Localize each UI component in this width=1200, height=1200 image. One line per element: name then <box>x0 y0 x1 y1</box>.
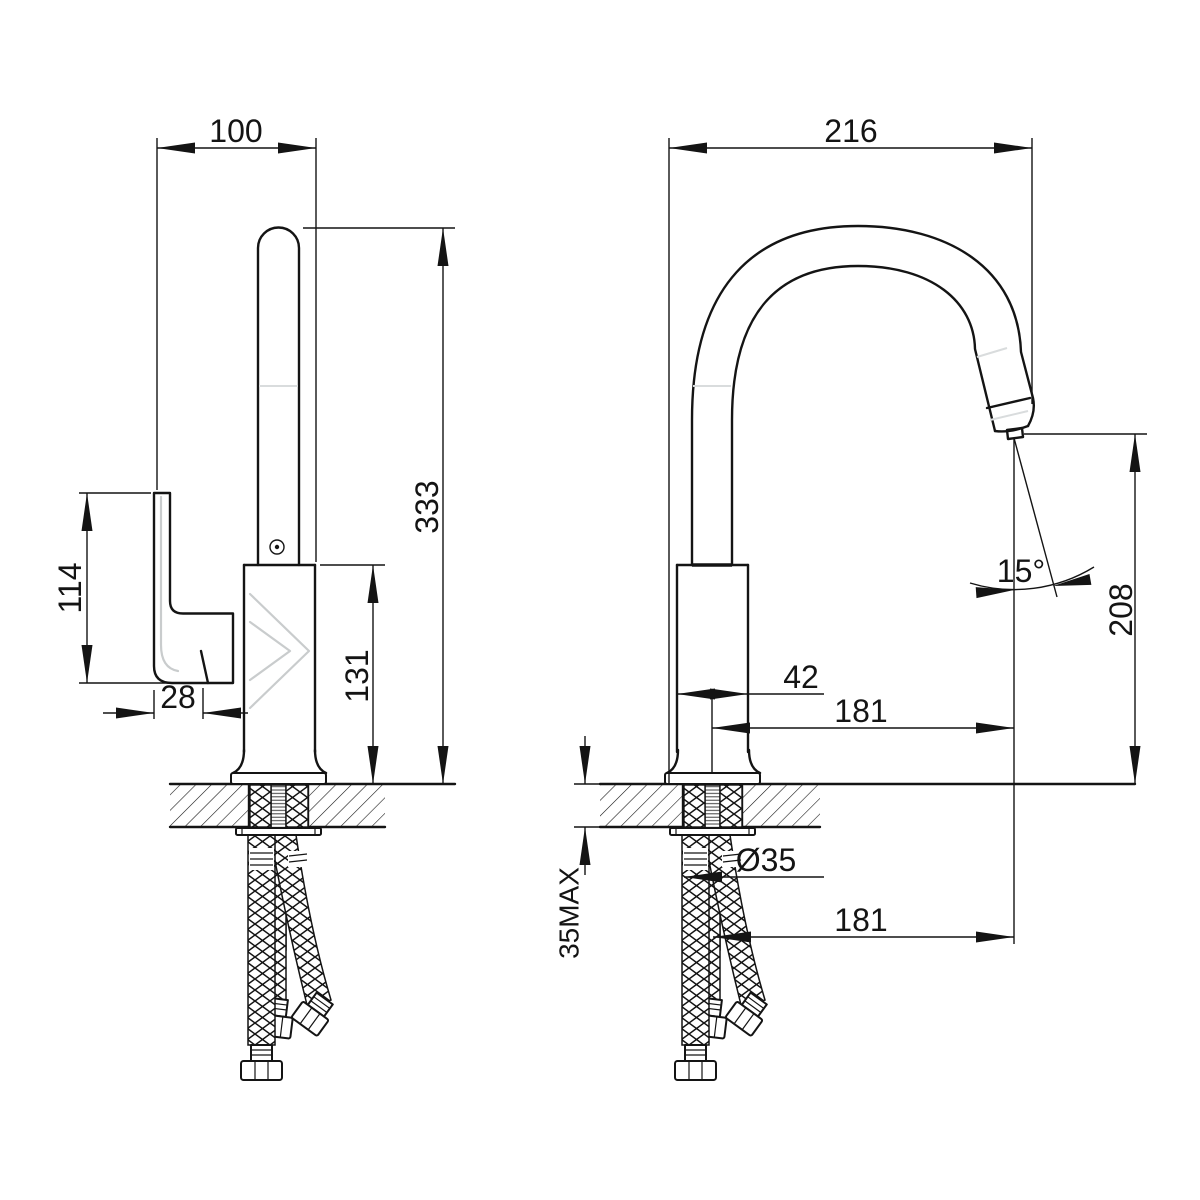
front-body <box>229 563 328 786</box>
aerator-ring-line <box>985 396 1032 410</box>
dimension-hole-diameter: Ø35 <box>684 842 824 883</box>
handle-construction-line <box>159 495 180 673</box>
dim-label-208: 208 <box>1103 583 1139 636</box>
dim-label-114: 114 <box>52 562 88 613</box>
dim-label-100: 100 <box>209 113 262 149</box>
front-countertop <box>168 782 457 829</box>
spout-seam-upper <box>976 347 1008 358</box>
mount-assembly-front <box>234 782 339 1082</box>
handle-lever <box>152 491 235 685</box>
cartridge-cone-inner-construction <box>248 620 292 682</box>
dimension-handle-offset: 28 <box>103 679 248 719</box>
dimension-handle-height: 114 <box>52 492 186 684</box>
dim-label-333: 333 <box>409 480 445 533</box>
dim-label-216: 216 <box>824 113 877 149</box>
handle-pivot-seam <box>199 649 210 685</box>
dim-label-42: 42 <box>783 659 819 695</box>
gooseneck-spout <box>690 224 1036 567</box>
dim-label-15deg: 15° <box>997 553 1045 589</box>
dimension-reach-lower: 181 <box>713 902 1014 943</box>
dimension-spout-reach: 216 <box>668 113 1033 784</box>
aerator-tip <box>1005 426 1025 441</box>
dim-label-181-upper: 181 <box>834 693 887 729</box>
angle-arc <box>969 566 1095 591</box>
dimension-outlet-height: 208 <box>1024 433 1147 784</box>
dim-label-dia35: Ø35 <box>736 842 796 878</box>
set-screw-center <box>274 544 280 550</box>
dimension-overall-height: 333 <box>303 227 455 784</box>
side-countertop <box>598 782 1137 829</box>
dimension-width-front: 100 <box>156 113 317 562</box>
cartridge-cone-construction <box>248 592 311 710</box>
dim-label-35max: 35MAX <box>554 867 585 959</box>
dim-label-131: 131 <box>339 649 375 702</box>
spout-end-face <box>993 424 1030 433</box>
dimension-deck-thickness: 35MAX <box>554 736 601 959</box>
front-spout <box>256 226 301 567</box>
dimension-body-height: 131 <box>320 564 385 784</box>
dimension-body-width: 42 <box>677 659 824 700</box>
outlet-angle-line <box>1013 437 1058 598</box>
front-view: 100 114 28 131 <box>52 113 457 1082</box>
side-view: 216 42 181 Ø35 <box>554 113 1147 1082</box>
set-screw-icon <box>269 539 285 555</box>
dim-label-181-lower: 181 <box>834 902 887 938</box>
dimension-reach-upper: 181 <box>712 693 1014 734</box>
dimension-outlet-angle: 15° <box>969 437 1095 944</box>
side-body <box>663 563 762 786</box>
mount-assembly-side <box>668 782 773 1082</box>
dim-label-28: 28 <box>160 679 196 715</box>
